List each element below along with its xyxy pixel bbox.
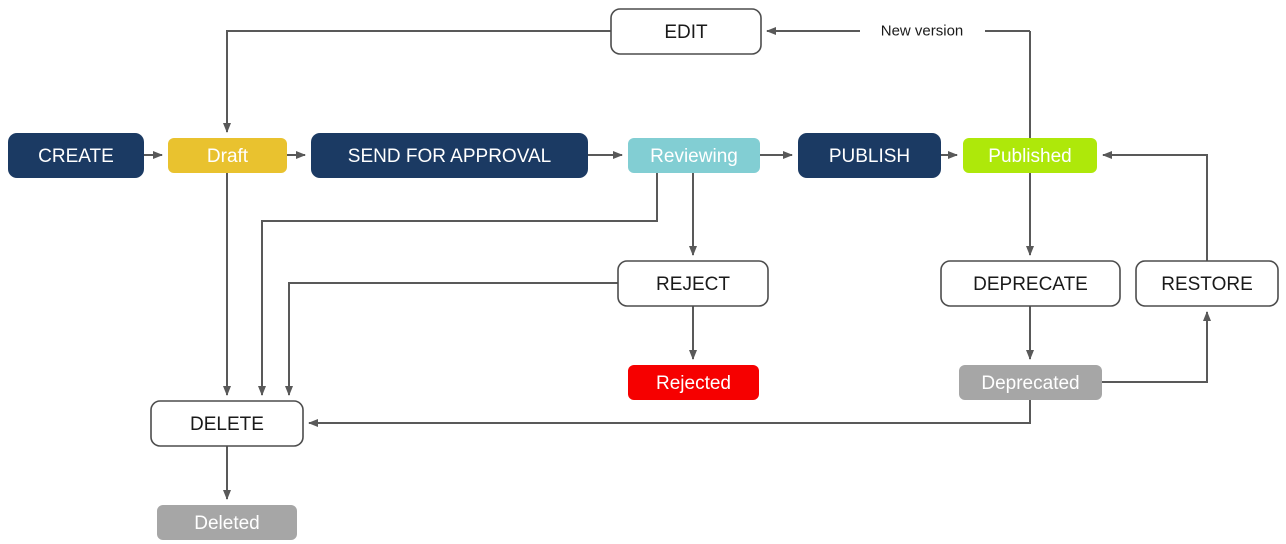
node-reject[interactable]: REJECT [617, 260, 769, 307]
node-shape-reviewing [628, 138, 760, 173]
node-shape-send [311, 133, 588, 178]
node-label-deprecate: DEPRECATE [973, 274, 1088, 295]
connector-restore-published [1102, 151, 1208, 261]
node-send[interactable]: SEND FOR APPROVAL [311, 133, 588, 178]
node-restore[interactable]: RESTORE [1135, 260, 1279, 307]
node-shape-reject [617, 260, 769, 307]
node-reviewing[interactable]: Reviewing [628, 138, 760, 173]
node-shape-edit [610, 8, 762, 55]
node-shape-published [963, 138, 1097, 173]
edge-label-layer: New version [881, 23, 964, 40]
node-label-publish: PUBLISH [829, 146, 910, 167]
node-layer: CREATE Draft SEND FOR APPROVAL Reviewing PUB… [8, 8, 1279, 540]
node-label-deleted: Deleted [194, 513, 260, 534]
node-shape-rejected [628, 365, 759, 400]
node-label-restore: RESTORE [1161, 274, 1253, 295]
connector-reviewing-delete [258, 173, 658, 396]
node-label-deprecated: Deprecated [981, 373, 1079, 394]
node-shape-draft [168, 138, 287, 173]
node-publish[interactable]: PUBLISH [798, 133, 941, 178]
node-shape-deleted [157, 505, 297, 540]
node-label-reviewing: Reviewing [650, 146, 738, 167]
connector-deprecated-restore [1102, 311, 1211, 383]
node-label-draft: Draft [207, 146, 249, 167]
node-delete[interactable]: DELETE [150, 400, 304, 447]
node-draft[interactable]: Draft [168, 138, 287, 173]
node-shape-delete [150, 400, 304, 447]
node-edit[interactable]: EDIT [610, 8, 762, 55]
node-label-rejected: Rejected [656, 373, 731, 394]
connector-layer [144, 30, 1211, 500]
node-shape-publish [798, 133, 941, 178]
connector-deprecated-delete [308, 400, 1031, 427]
node-deleted[interactable]: Deleted [157, 505, 297, 540]
node-label-delete: DELETE [190, 414, 264, 435]
connector-edit-draft [223, 30, 611, 133]
node-rejected[interactable]: Rejected [628, 365, 759, 400]
node-shape-deprecate [940, 260, 1121, 307]
node-deprecated[interactable]: Deprecated [959, 365, 1102, 400]
node-shape-restore [1135, 260, 1279, 307]
node-label-edit: EDIT [664, 22, 708, 43]
node-label-create: CREATE [38, 146, 114, 167]
node-published[interactable]: Published [963, 138, 1097, 173]
connector-reject-delete [285, 282, 618, 396]
node-shape-deprecated [959, 365, 1102, 400]
edge-label-new-version-label: New version [881, 23, 964, 40]
node-label-reject: REJECT [656, 274, 730, 295]
node-label-published: Published [988, 146, 1071, 167]
node-deprecate[interactable]: DEPRECATE [940, 260, 1121, 307]
node-create[interactable]: CREATE [8, 133, 144, 178]
node-label-send: SEND FOR APPROVAL [348, 146, 551, 167]
node-shape-create [8, 133, 144, 178]
